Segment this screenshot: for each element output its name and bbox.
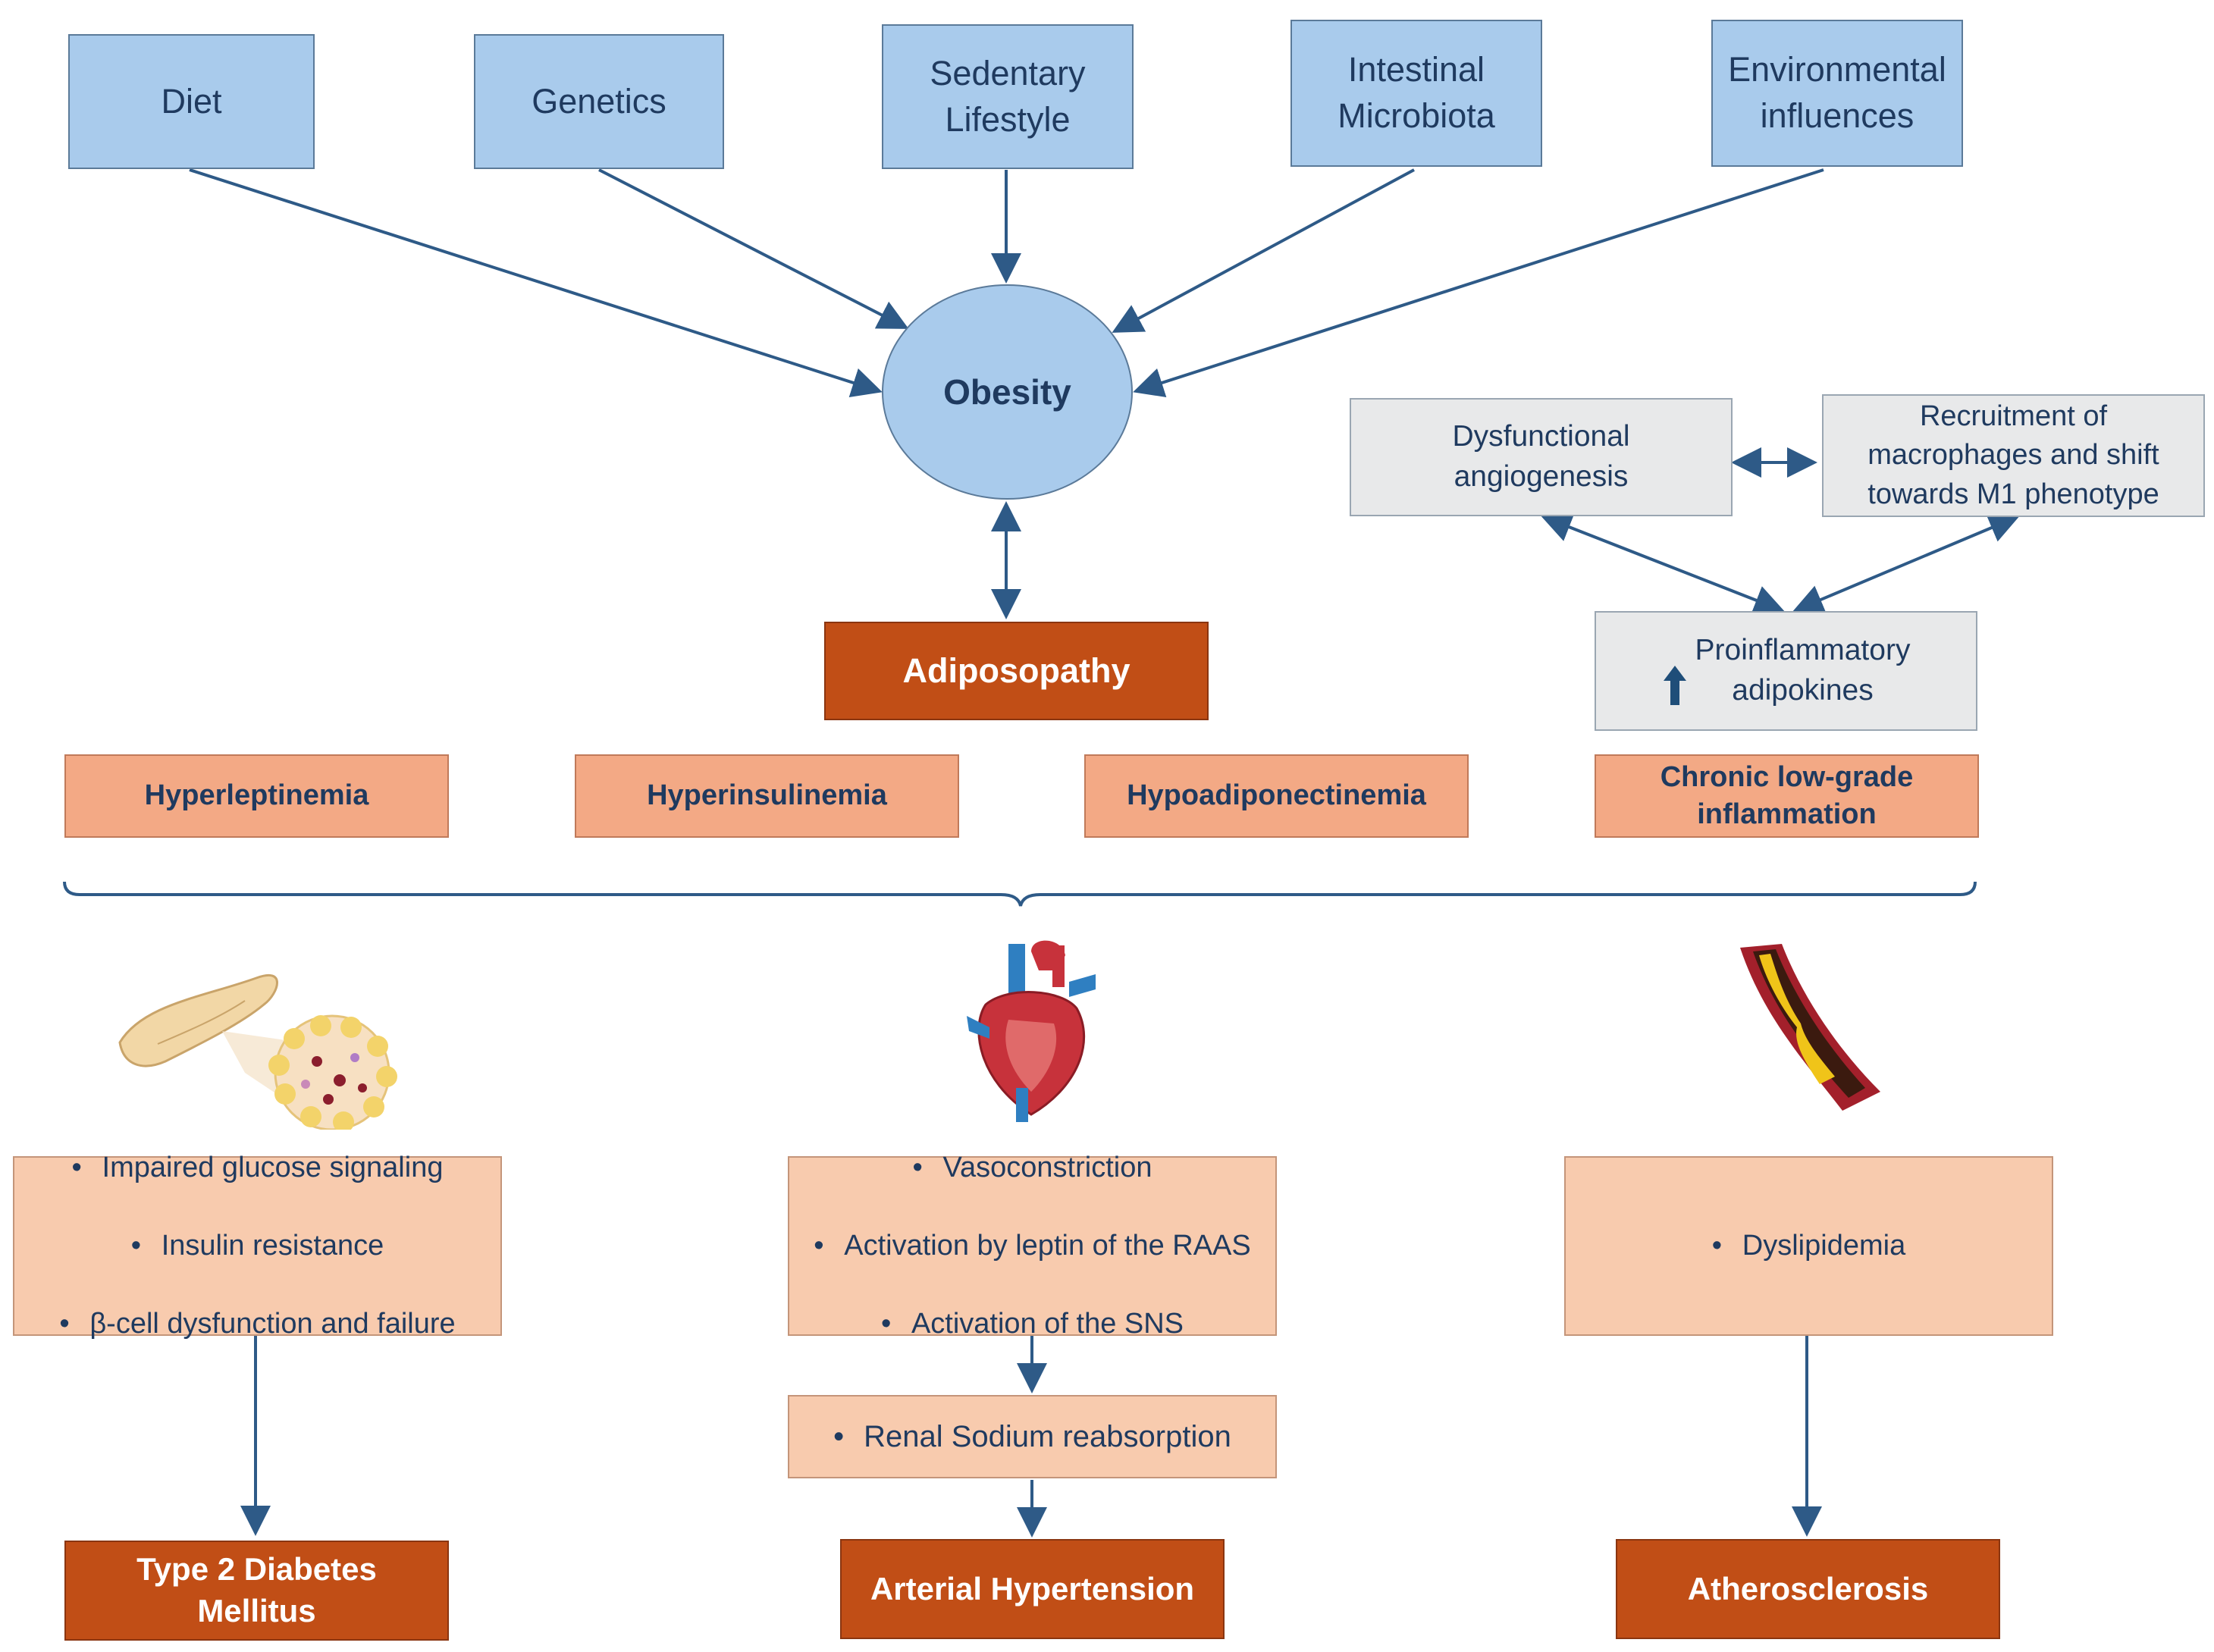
atherosclerosis-mechanism-item: •Dyslipidemia xyxy=(1711,1229,1906,1262)
condition-hyperinsulinemia: Hyperinsulinemia xyxy=(575,754,959,838)
arrow-diet-to-obesity xyxy=(189,168,883,398)
cause-intestinal-microbiota: Intestinal Microbiota xyxy=(1290,20,1542,167)
renal-mechanism-item: •Renal Sodium reabsorption xyxy=(833,1420,1231,1453)
arrow-genetics-to-obesity xyxy=(598,168,909,329)
diabetes-mechanism-item: •Impaired glucose signaling xyxy=(71,1152,444,1184)
proinflammatory-adipokines-box: Proinflammatory adipokines xyxy=(1595,611,1977,731)
arrow-environment-to-obesity xyxy=(1133,168,1824,398)
grouping-brace xyxy=(63,881,1977,907)
adiposopathy-node: Adiposopathy xyxy=(824,622,1209,720)
outcome-type-2-diabetes: Type 2 Diabetes Mellitus xyxy=(64,1541,449,1641)
up-arrow-icon xyxy=(1662,624,1688,717)
adipokines-label: Proinflammatory adipokines xyxy=(1695,634,1911,707)
cause-genetics: Genetics xyxy=(474,34,724,169)
heart-illustration xyxy=(967,940,1096,1122)
renal-sodium-box: •Renal Sodium reabsorption xyxy=(788,1395,1277,1478)
atherosclerosis-mechanisms-box: •Dyslipidemia xyxy=(1564,1156,2053,1336)
obesity-node: Obesity xyxy=(882,284,1133,500)
diabetes-mechanism-item: •β-cell dysfunction and failure xyxy=(59,1307,456,1340)
dysfunctional-angiogenesis-box: Dysfunctional angiogenesis xyxy=(1350,398,1733,516)
macrophage-recruitment-box: Recruitment of macrophages and shift tow… xyxy=(1822,394,2205,517)
hypertension-mechanism-item: •Vasoconstriction xyxy=(912,1152,1152,1184)
cause-sedentary-lifestyle: Sedentary Lifestyle xyxy=(882,24,1134,169)
hypertension-mechanism-item: •Activation of the SNS xyxy=(880,1307,1184,1340)
outcome-atherosclerosis: Atherosclerosis xyxy=(1616,1539,2000,1639)
diabetes-mechanism-item: •Insulin resistance xyxy=(130,1229,384,1262)
pancreas-illustration xyxy=(118,973,397,1130)
condition-hyperleptinemia: Hyperleptinemia xyxy=(64,754,449,838)
obesity-label: Obesity xyxy=(943,372,1071,412)
hypertension-mechanism-item: •Activation by leptin of the RAAS xyxy=(814,1229,1251,1262)
condition-chronic-inflammation: Chronic low-grade inflammation xyxy=(1595,754,1979,838)
arrow-microbiota-to-obesity xyxy=(1112,168,1415,333)
outcome-arterial-hypertension: Arterial Hypertension xyxy=(840,1539,1225,1639)
cause-diet: Diet xyxy=(68,34,315,169)
arrow-macrophages-adipokines xyxy=(1792,513,2020,614)
diabetes-mechanisms-box: •Impaired glucose signaling •Insulin res… xyxy=(13,1152,502,1340)
hypertension-mechanisms-box: •Vasoconstriction •Activation by leptin … xyxy=(788,1152,1277,1340)
arrow-angiogenesis-adipokines xyxy=(1541,513,1785,615)
artery-plaque-illustration xyxy=(1740,944,1880,1111)
condition-hypoadiponectinemia: Hypoadiponectinemia xyxy=(1084,754,1469,838)
cause-environmental-influences: Environmental influences xyxy=(1711,20,1963,167)
